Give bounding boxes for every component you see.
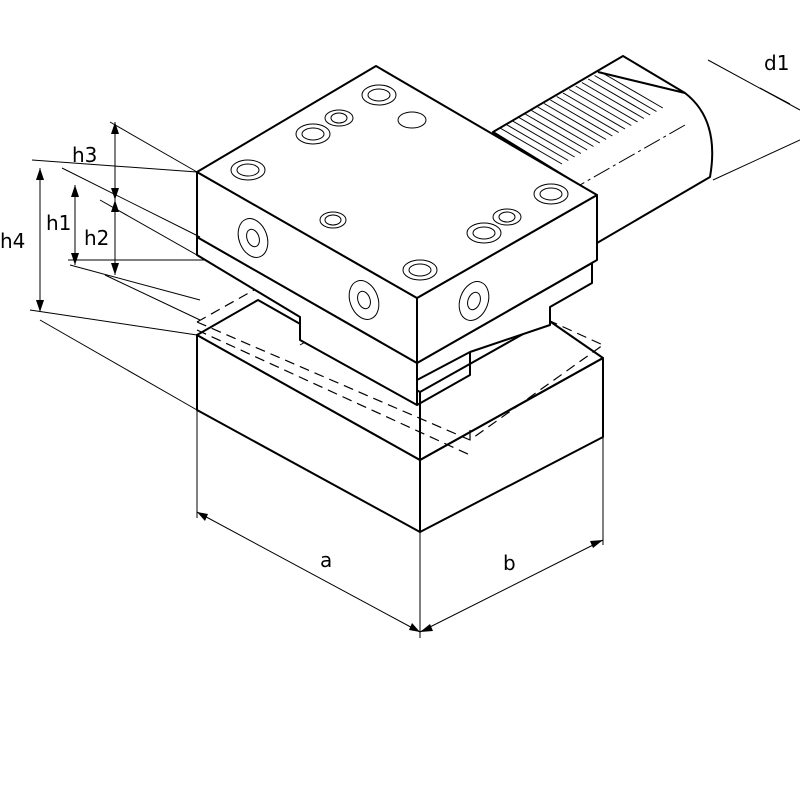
thread-ridge (518, 117, 582, 154)
thread-ridge (587, 78, 651, 116)
thread-ridge (600, 71, 664, 109)
shank (299, 55, 714, 346)
thread-ridge (537, 106, 601, 144)
thread-ridge (594, 75, 657, 112)
bolt-holes (230, 84, 569, 321)
thread-ridge (550, 99, 613, 137)
dimension-label-h1: h1 (46, 211, 71, 235)
thread-ridge (531, 110, 594, 147)
thread-ridge (499, 127, 563, 165)
thread-ridge (562, 92, 626, 130)
base-block (196, 289, 604, 533)
dimension-label-d1: d1 (764, 51, 789, 75)
dimension-label-a: a (320, 548, 332, 572)
thread-ridge (581, 82, 645, 119)
thread-ridge (506, 124, 569, 161)
thread-ridge (543, 103, 607, 140)
thread-ridge (512, 120, 575, 158)
dimension-lines (29, 59, 800, 638)
dimension-label-h4: h4 (0, 229, 25, 253)
top-block (196, 65, 598, 364)
thread-ridge (524, 113, 588, 151)
dimension-arrows (36, 122, 603, 632)
thread-ridge (569, 89, 632, 126)
dimension-label-h3: h3 (72, 143, 97, 167)
thread-ridge (575, 85, 638, 123)
thread-ridge (556, 96, 619, 133)
dimension-label-h2: h2 (84, 226, 109, 250)
dimension-label-b: b (503, 551, 516, 575)
